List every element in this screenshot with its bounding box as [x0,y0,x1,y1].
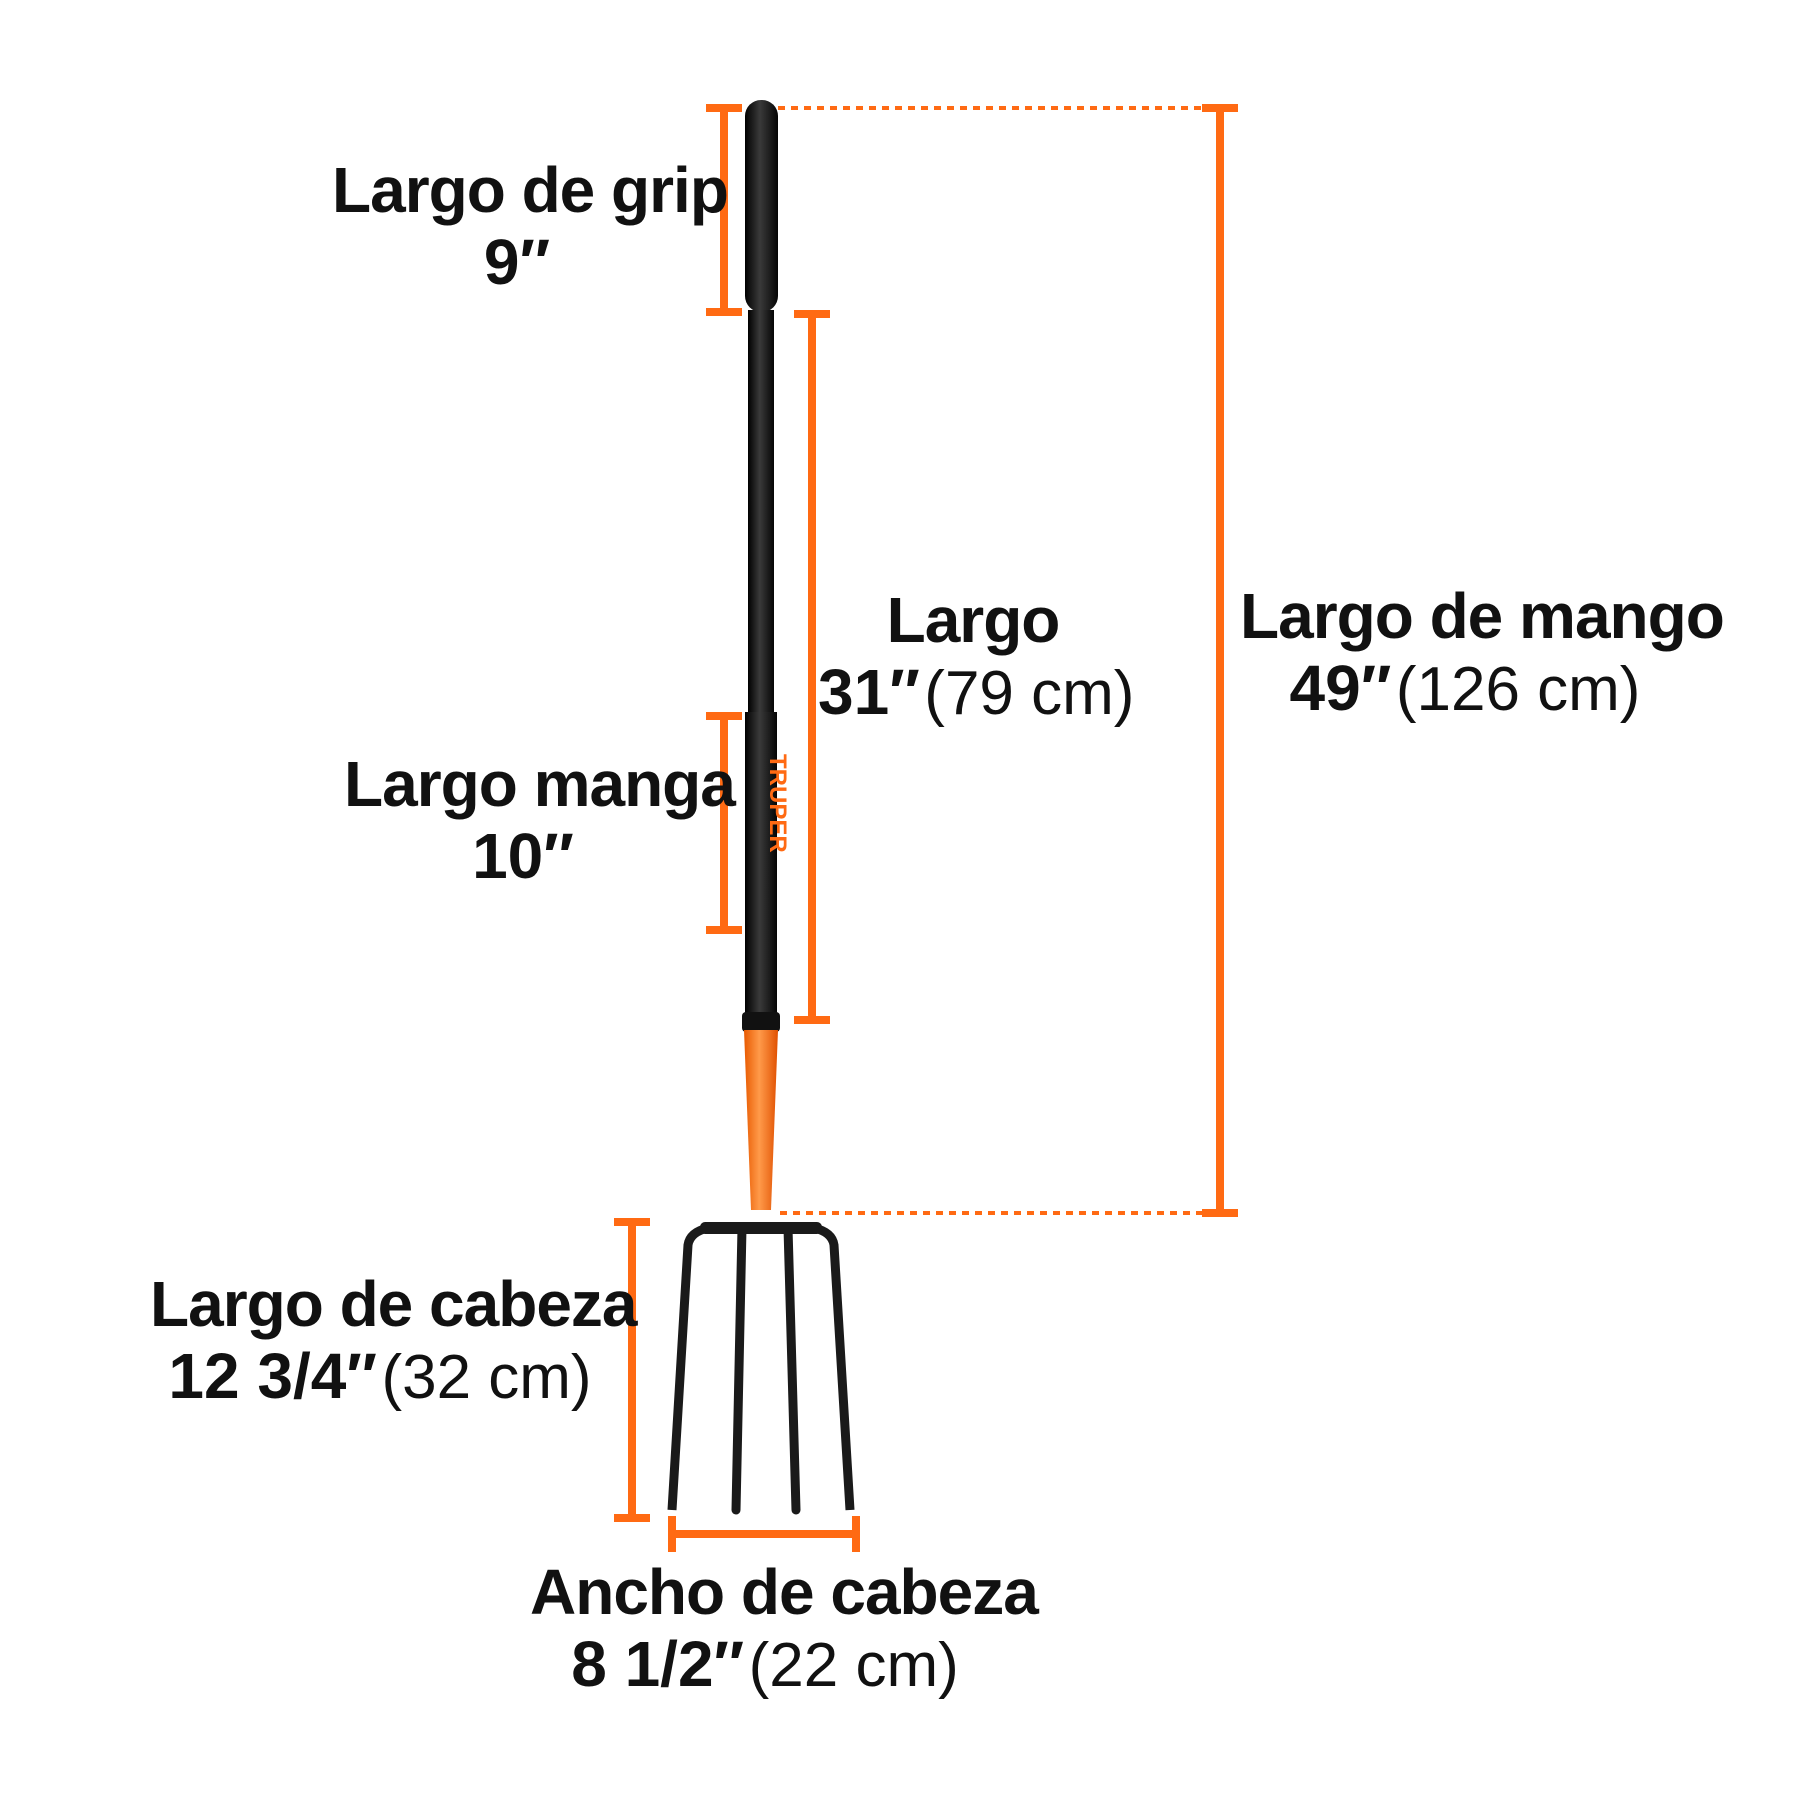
sleeve-dimension [706,712,742,934]
head-width-label-value: 8 1/2″ [571,1628,745,1700]
length-label-value: 31″ [818,656,920,728]
grip-dimension [706,104,742,316]
handle-dimension [778,104,1238,1217]
sleeve-label-value: 10″ [472,820,574,892]
head-length-label: Largo de cabeza 12 3/4″ (32 cm) [150,1268,638,1412]
length-label-title: Largo [886,584,1061,656]
fork-tine [783,1223,801,1515]
fork-head [667,1223,855,1511]
pitchfork: TRUPER [667,100,855,1515]
length-dimension [794,310,830,1024]
length-label-metric: (79 cm) [924,659,1135,728]
handle-label: Largo de mango 49″ (126 cm) [1240,580,1725,724]
handle-label-metric: (126 cm) [1395,655,1641,724]
head-length-dimension [614,1218,650,1522]
head-length-label-value: 12 3/4″ [168,1340,377,1412]
head-length-label-title: Largo de cabeza [150,1268,638,1340]
handle-grip [745,100,778,312]
length-label: Largo 31″ (79 cm) [818,584,1134,728]
grip-label: Largo de grip 9″ [332,154,729,298]
ferrule [744,1030,778,1210]
fork-tine [731,1223,747,1515]
sleeve-label: Largo manga 10″ [344,748,736,892]
fork-crossbar [700,1222,822,1234]
grip-label-title: Largo de grip [332,154,729,226]
head-width-label: Ancho de cabeza 8 1/2″ (22 cm) [530,1556,1039,1700]
head-width-label-metric: (22 cm) [748,1631,959,1700]
handle-collar [742,1012,780,1032]
brand-logo: TRUPER [764,754,791,853]
head-width-label-title: Ancho de cabeza [530,1556,1039,1628]
handle-label-value: 49″ [1289,652,1392,724]
dimension-lines [614,104,1238,1552]
sleeve-label-title: Largo manga [344,748,736,820]
grip-label-value: 9″ [483,226,551,298]
head-width-dimension [668,1516,860,1552]
handle-sleeve [745,712,777,1022]
handle-label-title: Largo de mango [1240,580,1725,652]
head-length-label-metric: (32 cm) [381,1343,592,1412]
